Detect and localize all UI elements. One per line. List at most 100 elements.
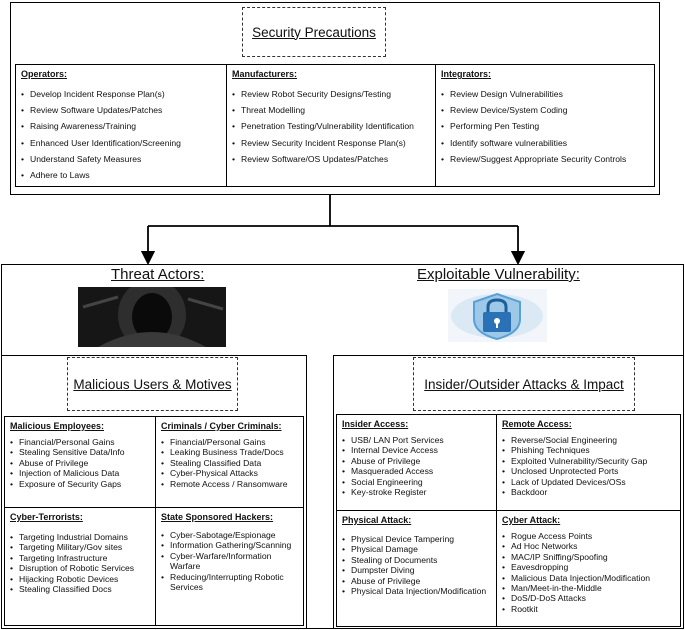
list-item: Reverse/Social Engineering: [502, 435, 675, 446]
page-title: Security Precautions: [252, 24, 376, 40]
list-item: Penetration Testing/Vulnerability Identi…: [232, 121, 430, 132]
list-item: Exploited Vulnerability/Security Gap: [502, 456, 675, 467]
security-precautions-title-box: Security Precautions: [242, 7, 386, 57]
list-item: Social Engineering: [342, 477, 491, 488]
list-item: Physical Data Injection/Modification: [342, 586, 491, 597]
list-item: Review Robot Security Designs/Testing: [232, 89, 430, 100]
cyber-terrorists-list: Targeting Industrial DomainsTargeting Mi…: [10, 532, 150, 595]
threat-actors-title: Threat Actors:: [111, 266, 205, 283]
list-item: Financial/Personal Gains: [161, 437, 298, 448]
list-item: DoS/D-DoS Attacks: [502, 593, 675, 604]
list-item: Understand Safety Measures: [21, 154, 221, 165]
list-item: Backdoor: [502, 487, 675, 498]
list-item: Cyber-Sabotage/Espionage: [161, 530, 298, 541]
malicious-users-title: Malicious Users & Motives: [73, 376, 232, 392]
list-item: Stealing Classified Data: [161, 458, 298, 469]
remote-access-header: Remote Access:: [502, 419, 572, 429]
list-item: Performing Pen Testing: [441, 121, 649, 132]
list-item: Review Design Vulnerabilities: [441, 89, 649, 100]
operators-cell: Operators: Develop Incident Response Pla…: [16, 65, 226, 185]
list-item: Raising Awareness/Training: [21, 121, 221, 132]
cyber-terrorists-cell: Cyber-Terrorists: Targeting Industrial D…: [5, 508, 155, 625]
cyber-attack-cell: Cyber Attack: Rogue Access PointsAd Hoc …: [497, 511, 680, 626]
list-item: Adhere to Laws: [21, 170, 221, 181]
remote-access-list: Reverse/Social EngineeringPhishing Techn…: [502, 435, 675, 498]
list-item: Man/Meet-in-the-Middle: [502, 583, 675, 594]
integrators-list: Review Design VulnerabilitiesReview Devi…: [441, 89, 649, 165]
padlock-shield-image: [448, 289, 547, 342]
list-item: Key-stroke Register: [342, 487, 491, 498]
insider-access-list: USB/ LAN Port ServicesInternal Device Ac…: [342, 435, 491, 498]
list-item: Ad Hoc Networks: [502, 541, 675, 552]
manufacturers-header: Manufacturers:: [232, 69, 298, 79]
cyber-attack-header: Cyber Attack:: [502, 515, 561, 525]
state-hackers-cell: State Sponsored Hackers: Cyber-Sabotage/…: [156, 508, 303, 625]
list-item: Unclosed Unprotected Ports: [502, 466, 675, 477]
list-item: Abuse of Privilege: [342, 456, 491, 467]
list-item: Exposure of Security Gaps: [10, 479, 150, 490]
exploitable-vulnerability-title: Exploitable Vulnerability:: [417, 266, 580, 283]
list-item: Review Device/System Coding: [441, 105, 649, 116]
insider-access-header: Insider Access:: [342, 419, 409, 429]
criminals-cell: Criminals / Cyber Criminals: Financial/P…: [156, 417, 303, 507]
list-item: Review Security Incident Response Plan(s…: [232, 138, 430, 149]
list-item: Develop Incident Response Plan(s): [21, 89, 221, 100]
insider-access-cell: Insider Access: USB/ LAN Port ServicesIn…: [337, 415, 496, 510]
integrators-cell: Integrators: Review Design Vulnerabiliti…: [436, 65, 654, 185]
physical-attack-header: Physical Attack:: [342, 515, 412, 525]
criminals-list: Financial/Personal GainsLeaking Business…: [161, 437, 298, 489]
cyber-terrorists-header: Cyber-Terrorists:: [10, 512, 83, 522]
malicious-employees-header: Malicious Employees:: [10, 421, 105, 431]
list-item: Review/Suggest Appropriate Security Cont…: [441, 154, 649, 165]
operators-list: Develop Incident Response Plan(s) Review …: [21, 89, 221, 181]
list-item: Identify software vulnerabilities: [441, 138, 649, 149]
list-item: USB/ LAN Port Services: [342, 435, 491, 446]
list-item: Stealing of Documents: [342, 555, 491, 566]
list-item: Targeting Infrastructure: [10, 553, 150, 564]
list-item: Lack of Updated Devices/OSs: [502, 477, 675, 488]
hooded-hacker-image: [78, 287, 226, 347]
physical-attack-cell: Physical Attack: Physical Device Tamperi…: [337, 511, 496, 626]
list-item: Financial/Personal Gains: [10, 437, 150, 448]
integrators-header: Integrators:: [441, 69, 492, 79]
list-item: Abuse of Privilege: [10, 458, 150, 469]
list-item: Injection of Malicious Data: [10, 468, 150, 479]
remote-access-cell: Remote Access: Reverse/Social Engineerin…: [497, 415, 680, 510]
malicious-employees-list: Financial/Personal GainsStealing Sensiti…: [10, 437, 150, 489]
list-item: Targeting Military/Gov sites: [10, 542, 150, 553]
physical-attack-list: Physical Device TamperingPhysical Damage…: [342, 534, 491, 597]
cyber-attack-list: Rogue Access PointsAd Hoc NetworksMAC/IP…: [502, 531, 675, 615]
list-item: Review Software Updates/Patches: [21, 105, 221, 116]
list-item: Physical Damage: [342, 544, 491, 555]
list-item: Reducing/Interrupting Robotic Services: [161, 572, 298, 593]
attacks-title-box: Insider/Outsider Attacks & Impact: [413, 357, 635, 411]
list-item: Threat Modelling: [232, 105, 430, 116]
list-item: Hijacking Robotic Devices: [10, 574, 150, 585]
list-item: Cyber-Warfare/Information Warfare: [161, 551, 298, 572]
list-item: Masqueraded Access: [342, 466, 491, 477]
list-item: Stealing Sensitive Data/Info: [10, 447, 150, 458]
list-item: Phishing Techniques: [502, 445, 675, 456]
list-item: Cyber-Physical Attacks: [161, 468, 298, 479]
list-item: Rogue Access Points: [502, 531, 675, 542]
list-item: Remote Access / Ransomware: [161, 479, 298, 490]
malicious-users-title-box: Malicious Users & Motives: [67, 357, 238, 411]
list-item: Physical Device Tampering: [342, 534, 491, 545]
list-item: Eavesdropping: [502, 562, 675, 573]
list-item: Information Gathering/Scanning: [161, 540, 298, 551]
state-hackers-header: State Sponsored Hackers:: [161, 512, 274, 522]
list-item: Stealing Classified Docs: [10, 584, 150, 595]
malicious-employees-cell: Malicious Employees: Financial/Personal …: [5, 417, 155, 507]
list-item: Disruption of Robotic Services: [10, 563, 150, 574]
list-item: Enhanced User Identification/Screening: [21, 138, 221, 149]
list-item: Internal Device Access: [342, 445, 491, 456]
list-item: Abuse of Privilege: [342, 576, 491, 587]
list-item: Dumpster Diving: [342, 565, 491, 576]
list-item: Review Software/OS Updates/Patches: [232, 154, 430, 165]
list-item: Malicious Data Injection/Modification: [502, 573, 675, 584]
attacks-title: Insider/Outsider Attacks & Impact: [424, 376, 624, 392]
operators-header: Operators:: [21, 69, 68, 79]
list-item: Leaking Business Trade/Docs: [161, 447, 298, 458]
manufacturers-cell: Manufacturers: Review Robot Security Des…: [227, 65, 435, 185]
